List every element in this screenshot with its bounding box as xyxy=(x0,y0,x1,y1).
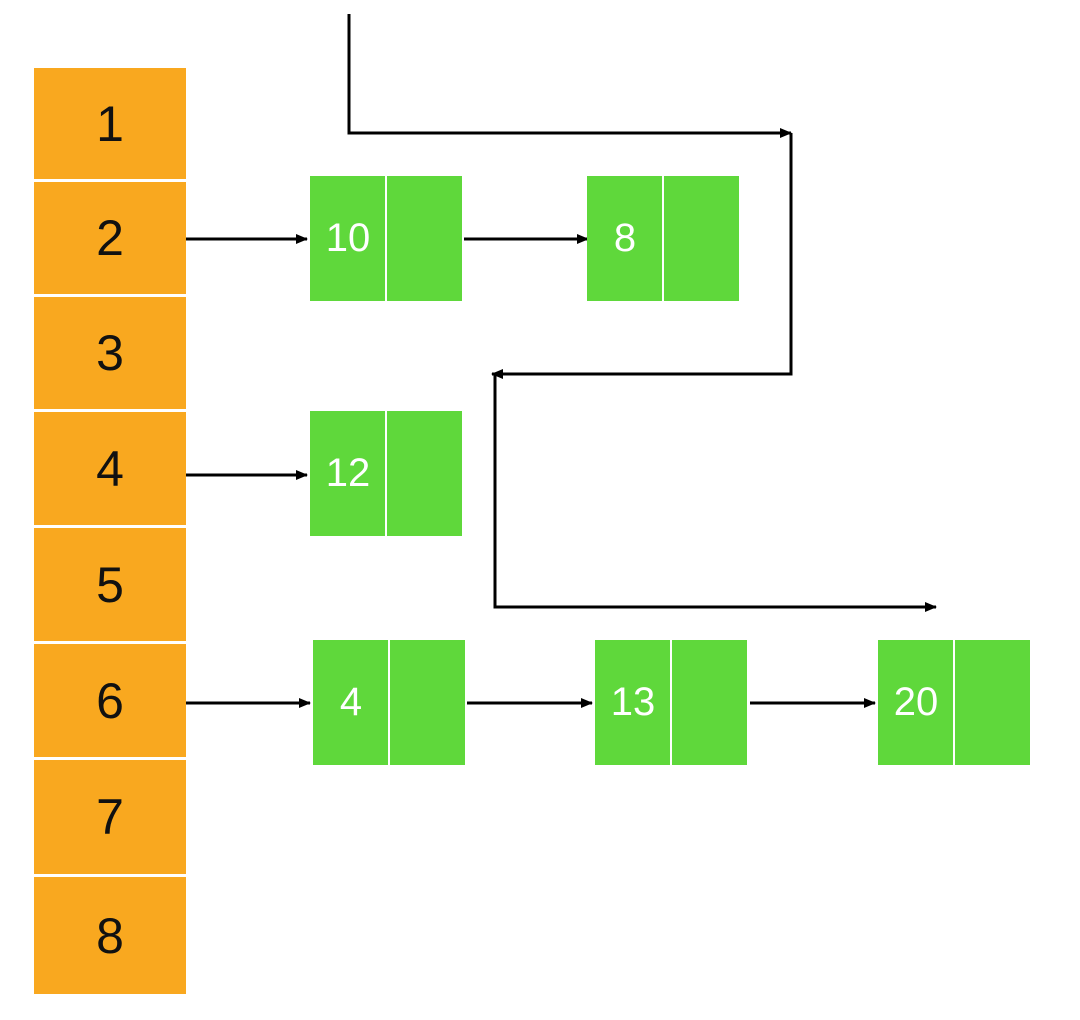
node-value: 8 xyxy=(613,216,637,260)
bucket-8: 8 xyxy=(34,877,186,994)
bucket-5: 5 xyxy=(34,528,186,641)
node-value: 20 xyxy=(893,680,939,724)
list-node-10: 10 xyxy=(310,176,462,301)
bucket-7: 7 xyxy=(34,760,186,874)
node-next-pointer xyxy=(664,176,739,301)
list-node-8: 8 xyxy=(587,176,739,301)
node-divider xyxy=(670,640,672,765)
node-divider xyxy=(662,176,664,301)
node-divider xyxy=(388,640,390,765)
node-next-pointer xyxy=(390,640,465,765)
insertion-order-middle-segment xyxy=(491,133,793,379)
node-divider xyxy=(385,411,387,536)
node-next-pointer xyxy=(387,176,462,301)
node-next-pointer xyxy=(387,411,462,536)
insertion-order-top-segment xyxy=(347,14,792,138)
node-divider xyxy=(385,176,387,301)
bucket-6: 6 xyxy=(34,644,186,757)
insertion-order-bottom-segment xyxy=(493,374,937,612)
list-node-13: 13 xyxy=(595,640,747,765)
node-next-pointer xyxy=(955,640,1030,765)
bucket-2: 2 xyxy=(34,182,186,294)
node-value: 13 xyxy=(610,680,656,724)
node-value: 10 xyxy=(325,216,371,260)
node-value: 12 xyxy=(325,451,371,495)
list-node-4: 4 xyxy=(313,640,465,765)
list-node-20: 20 xyxy=(878,640,1030,765)
bucket-3: 3 xyxy=(34,297,186,409)
node-divider xyxy=(953,640,955,765)
bucket-4: 4 xyxy=(34,412,186,525)
node-value: 4 xyxy=(339,680,363,724)
list-node-12: 12 xyxy=(310,411,462,536)
bucket-1: 1 xyxy=(34,68,186,179)
node-next-pointer xyxy=(672,640,747,765)
